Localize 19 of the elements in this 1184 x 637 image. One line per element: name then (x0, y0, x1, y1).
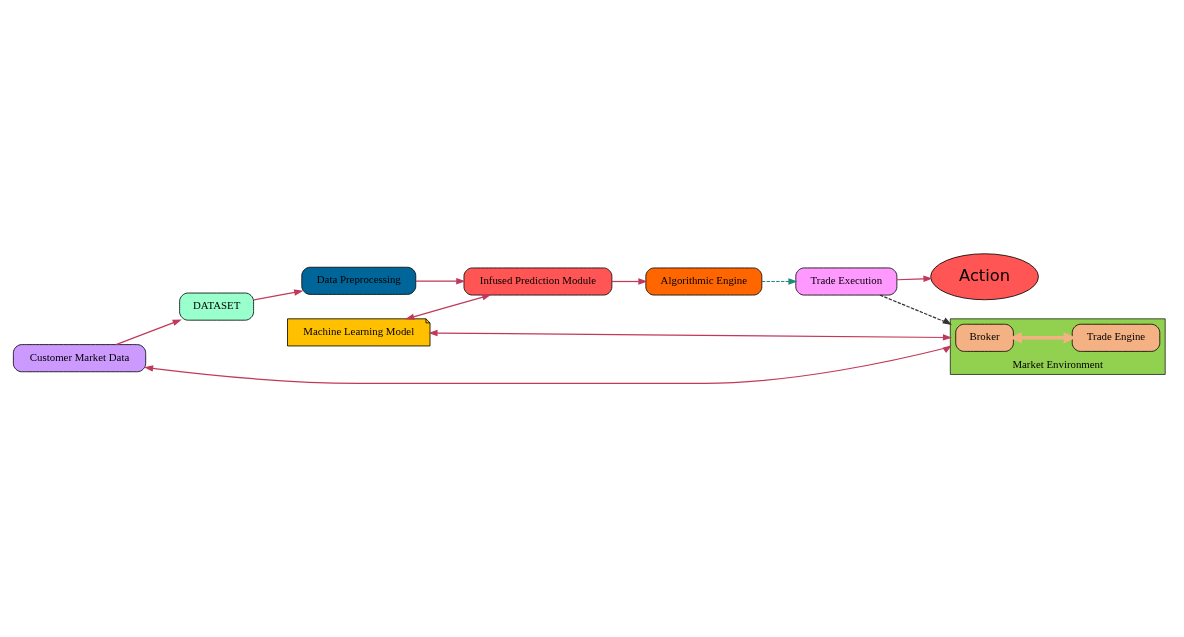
arrow (253, 289, 304, 301)
node-box: Algorithmic Engine (645, 267, 763, 296)
node-box: Trade Engine (1071, 323, 1161, 352)
node-box: Infused Prediction Module (463, 267, 613, 296)
arrow (611, 278, 648, 285)
arrow (415, 277, 466, 285)
arrow (405, 294, 492, 320)
node-box: Data Preprocessing (301, 266, 417, 295)
arrow (115, 319, 182, 346)
node-box: Customer Market Data (12, 344, 147, 373)
arrow (143, 345, 952, 384)
arrow (761, 278, 798, 285)
arrow (879, 294, 952, 326)
node-box: Broker (955, 323, 1014, 352)
node-box: DATASET (179, 292, 254, 321)
node-ellipse: Action (930, 253, 1039, 301)
arrow (428, 329, 953, 341)
node-box: Trade Execution (795, 267, 898, 296)
arrow (896, 275, 933, 283)
